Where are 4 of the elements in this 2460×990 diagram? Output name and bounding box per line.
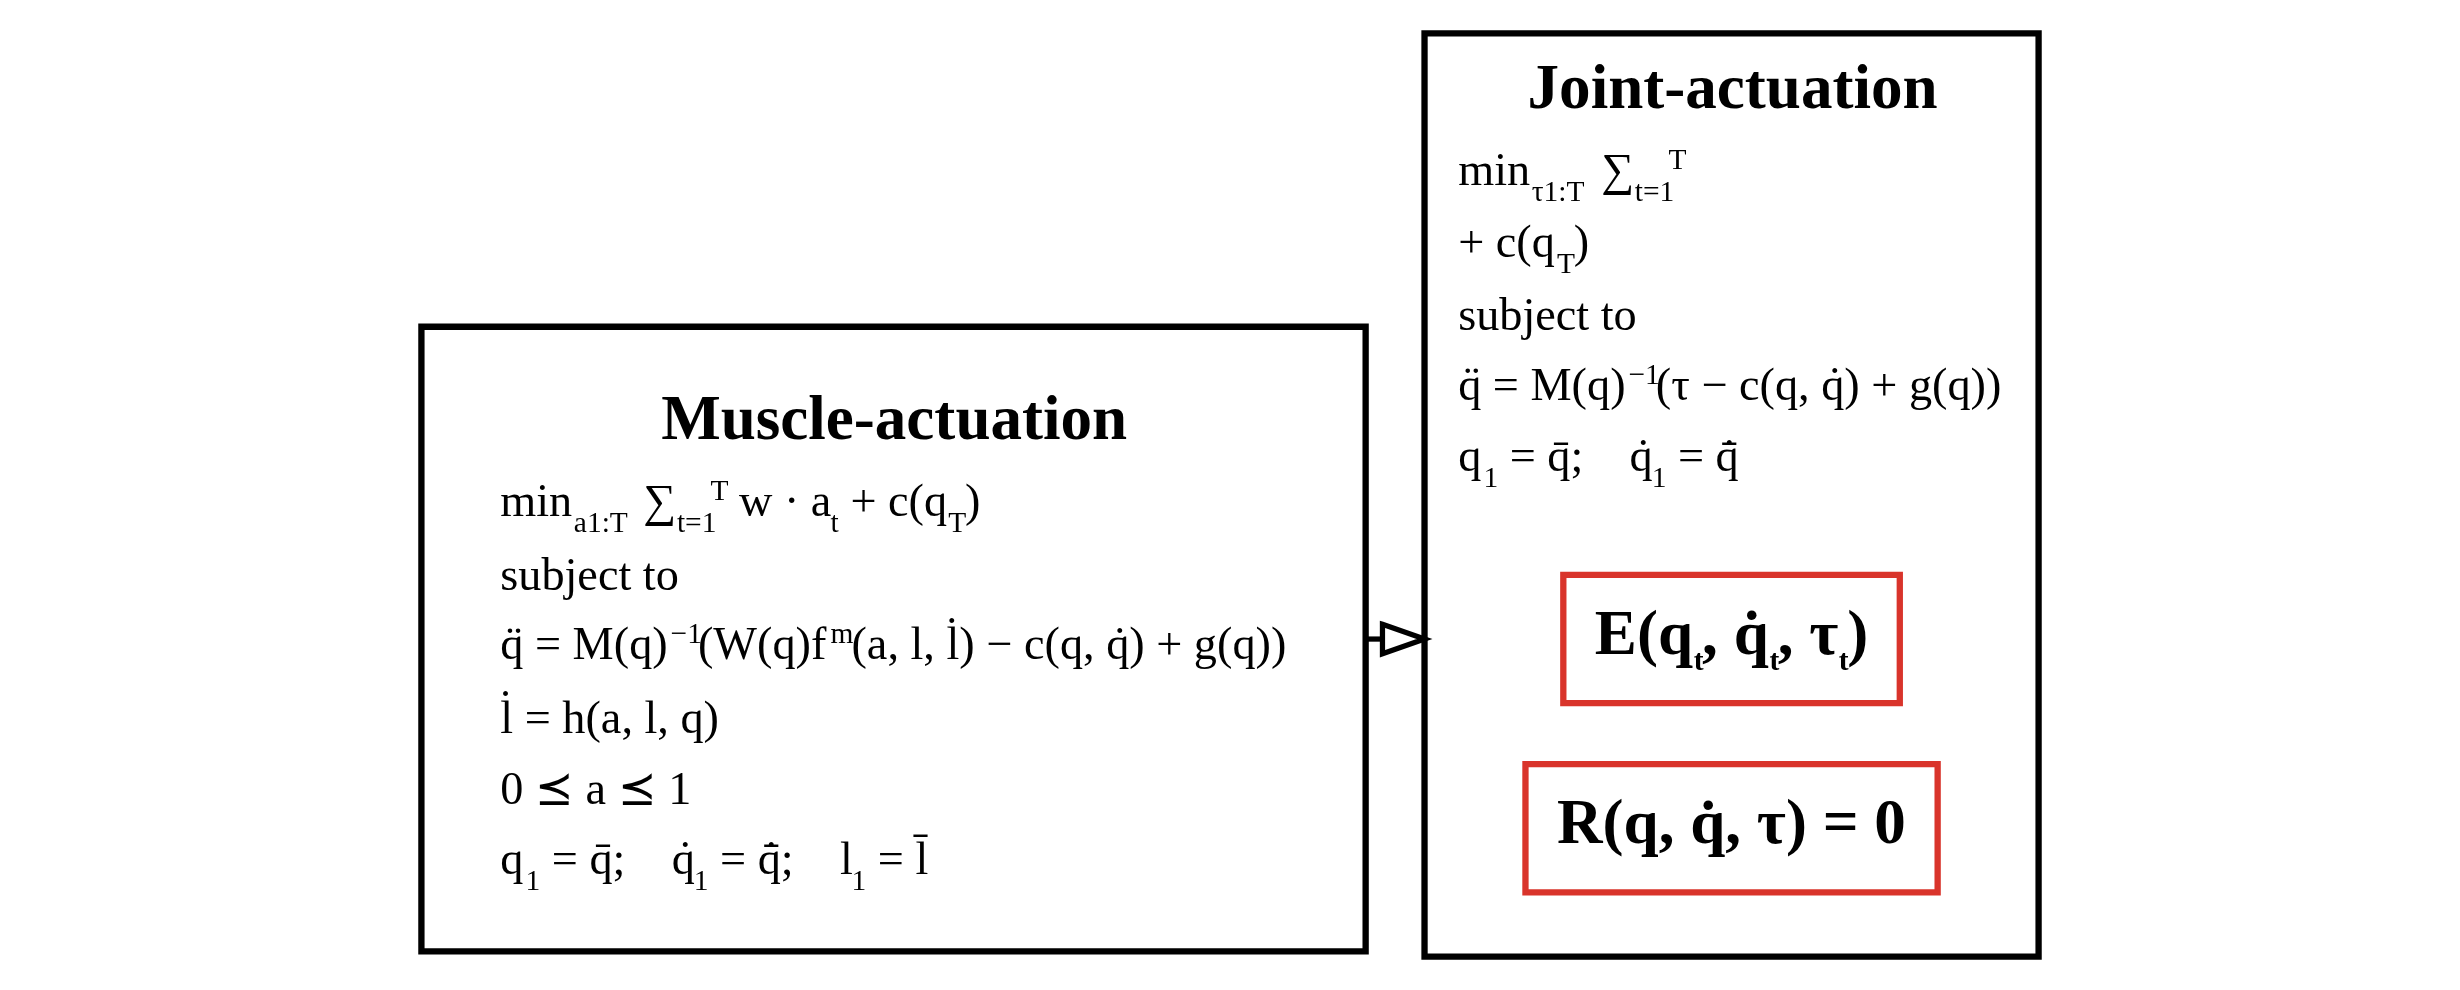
arrow xyxy=(1366,620,1433,658)
node-box: Muscle-actuation min$_{a1:T}$ ∑$_{t=1}$$^{T}$ w · a$_{t}$ + c(q$_{T}$) subject to q̈ = M(q)$^{−1}$(W(q)f$^{m}$(a, l, l̇) − c(q, q̇) + g(q)) l̇ = h(a, l, q) 0 ⪯ a ⪯ 1 q$_{1}$ = q̄; q̇$_{1}$ = q̄̇; l$_{1}$ = l̄ xyxy=(418,323,1369,955)
node-box: R(q, q̇, τ) = 0 xyxy=(1522,761,1941,896)
node-box: E(q$_{t}$, q̇$_{t}$, τ$_{t}$) xyxy=(1560,571,1903,707)
